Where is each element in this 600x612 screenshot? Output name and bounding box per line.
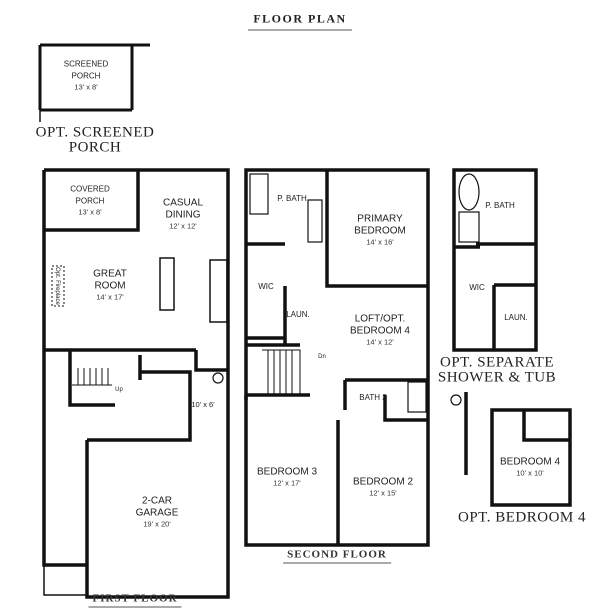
caption-opt-shower-line1: OPT. SEPARATE: [439, 354, 555, 371]
room-name: GREAT ROOM: [93, 268, 127, 292]
room-great-room: GREAT ROOM 14' x 17': [85, 269, 135, 302]
room-opt-bedroom-4: BEDROOM 4 10' x 10': [500, 457, 560, 478]
room-bedroom-3: BEDROOM 3 12' x 17': [257, 467, 317, 488]
room-size: 12' x 12': [169, 221, 197, 231]
room-name: COVERED PORCH: [70, 184, 110, 206]
opt-p-bath-label: P. BATH: [485, 201, 515, 210]
room-size: 19' x 20': [143, 519, 171, 529]
room-screened-porch: SCREENED PORCH 13' x 8': [61, 59, 111, 92]
room-size: 13' x 8': [78, 207, 102, 217]
stairs-up-label: Up: [115, 387, 123, 393]
first-floor-caption: FIRST FLOOR: [88, 593, 182, 608]
room-loft: LOFT/OPT. BEDROOM 4 14' x 12': [345, 314, 415, 347]
room-size: 14' x 16': [366, 237, 394, 247]
room-size: 13' x 8': [74, 82, 98, 92]
second-floor-caption: SECOND FLOOR: [283, 549, 391, 564]
room-size: 12' x 15': [369, 488, 397, 498]
caption-screened-line1: OPT. SCREENED: [35, 124, 155, 141]
room-laundry: LAUN.: [286, 310, 310, 319]
room-name: BEDROOM 3: [256, 466, 318, 478]
room-garage: 2-CAR GARAGE 19' x 20': [132, 496, 182, 529]
room-bath-2: BATH 2: [359, 393, 387, 402]
room-casual-dining: CASUAL DINING 12' x 12': [153, 198, 213, 231]
fireplace-label: Opt. Fireplace: [54, 267, 60, 305]
storage-size: 10' x 6': [191, 400, 215, 409]
room-name: BEDROOM 4: [499, 456, 561, 468]
room-size: 14' x 17': [96, 292, 124, 302]
room-name: CASUAL DINING: [162, 197, 203, 221]
page-title: FLOOR PLAN: [253, 11, 347, 26]
room-name: SCREENED PORCH: [63, 59, 109, 81]
opt-shower-walls: [452, 168, 538, 352]
room-covered-porch: COVERED PORCH 13' x 8': [65, 184, 115, 217]
caption-screened-line2: PORCH: [68, 139, 122, 156]
opt-wic-label: WIC: [469, 283, 485, 292]
room-name: 2-CAR GARAGE: [135, 495, 179, 519]
caption-opt-bedroom-4: OPT. BEDROOM 4: [458, 509, 586, 526]
room-wic: WIC: [258, 282, 274, 291]
room-bedroom-2: BEDROOM 2 12' x 15': [353, 477, 413, 498]
opt-bedroom4-walls: [450, 392, 572, 507]
room-size: 14' x 12': [366, 337, 394, 347]
room-name: LOFT/OPT. BEDROOM 4: [349, 313, 410, 337]
second-floor-walls: [244, 168, 430, 547]
stairs-down-label: Dn: [318, 354, 326, 360]
opt-laundry-label: LAUN.: [504, 313, 528, 322]
first-floor-walls: [42, 168, 230, 599]
screened-porch-walls: [38, 43, 150, 122]
room-name: PRIMARY BEDROOM: [354, 213, 406, 237]
room-size: 12' x 17': [273, 478, 301, 488]
room-size: 10' x 10': [516, 468, 544, 478]
caption-opt-shower-line2: SHOWER & TUB: [437, 369, 557, 386]
room-name: BEDROOM 2: [352, 476, 414, 488]
room-p-bath: P. BATH: [277, 194, 307, 203]
room-primary-bedroom: PRIMARY BEDROOM 14' x 16': [350, 214, 410, 247]
